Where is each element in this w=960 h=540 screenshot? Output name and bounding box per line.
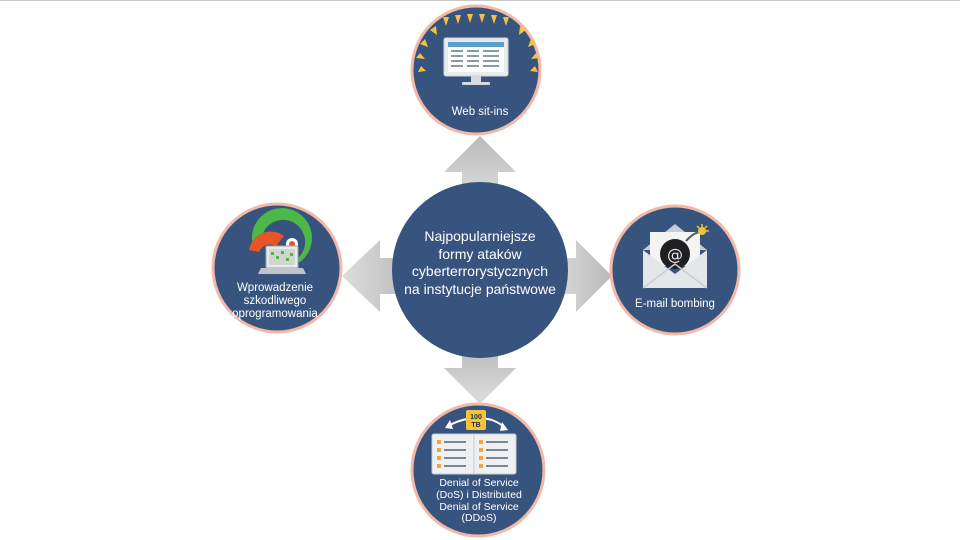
node-bottom-label: Denial of Service (DoS) i Distributed De… (436, 477, 522, 525)
top-border-line (0, 0, 960, 1)
node-left-label: Wprowadzenie szkodliwego oprogramowania (232, 282, 318, 321)
node-right-label: E-mail bombing (635, 298, 715, 310)
svg-text:@: @ (667, 245, 683, 264)
badge-100tb (466, 410, 486, 430)
server-overload-icon: 100 TB (431, 410, 517, 475)
incoming-arrows-icon (416, 14, 540, 72)
svg-text:TB: TB (471, 422, 480, 429)
center-circle (392, 182, 568, 358)
node-top-label: Web sit-ins (451, 106, 509, 118)
svg-text:100: 100 (470, 414, 482, 421)
malware-laptop-icon (249, 208, 312, 274)
arrow-down (444, 345, 516, 404)
node-right-circle (609, 204, 741, 336)
envelope-bomb-icon: @ (642, 224, 709, 289)
monitor-icon (416, 14, 540, 85)
center-title: Najpopularniejsze formy ataków cyberterr… (404, 228, 556, 297)
